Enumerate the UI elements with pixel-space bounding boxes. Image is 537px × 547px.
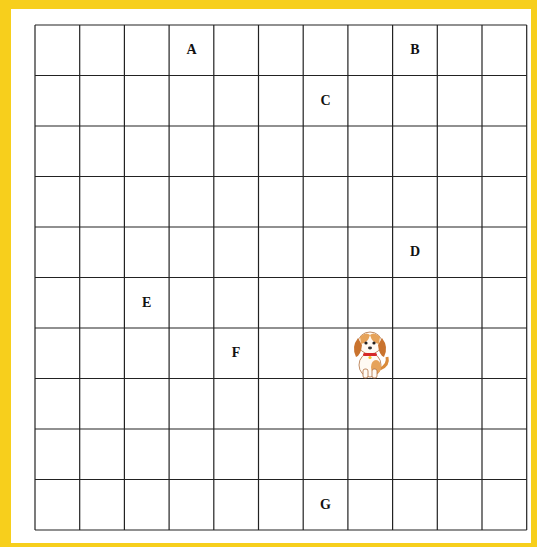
- dog-leg: [363, 369, 368, 378]
- grid-lines: [35, 25, 527, 530]
- grid-letter: G: [320, 498, 331, 512]
- dog-eye: [364, 341, 367, 344]
- dog-face-patch: [360, 333, 370, 344]
- grid-line: [35, 75, 527, 76]
- dog-body: [359, 353, 381, 377]
- dog-eye: [372, 341, 375, 344]
- grid-line: [35, 428, 527, 429]
- grid-letter: D: [410, 245, 420, 259]
- grid-letter: C: [320, 94, 330, 108]
- grid-line: [35, 176, 527, 177]
- dog-leg: [372, 369, 377, 378]
- grid-line: [35, 24, 527, 25]
- grid-line: [35, 277, 527, 278]
- grid-letter: A: [186, 43, 196, 57]
- grid-letter: F: [232, 346, 241, 360]
- grid-line: [35, 125, 527, 126]
- dog-tag: [368, 356, 371, 359]
- grid-line: [35, 327, 527, 328]
- dog-head: [358, 332, 382, 354]
- grid-line: [35, 479, 527, 480]
- grid-line: [35, 226, 527, 227]
- dog-picture: [354, 332, 387, 378]
- dog-nose: [368, 347, 372, 350]
- dog-collar: [363, 353, 377, 356]
- board-ground: [11, 9, 531, 543]
- grid-line: [35, 378, 527, 379]
- grid-letter: E: [142, 296, 151, 310]
- dog-face-patch: [370, 333, 380, 344]
- grid-letter: B: [410, 43, 419, 57]
- grid-line: [35, 529, 527, 530]
